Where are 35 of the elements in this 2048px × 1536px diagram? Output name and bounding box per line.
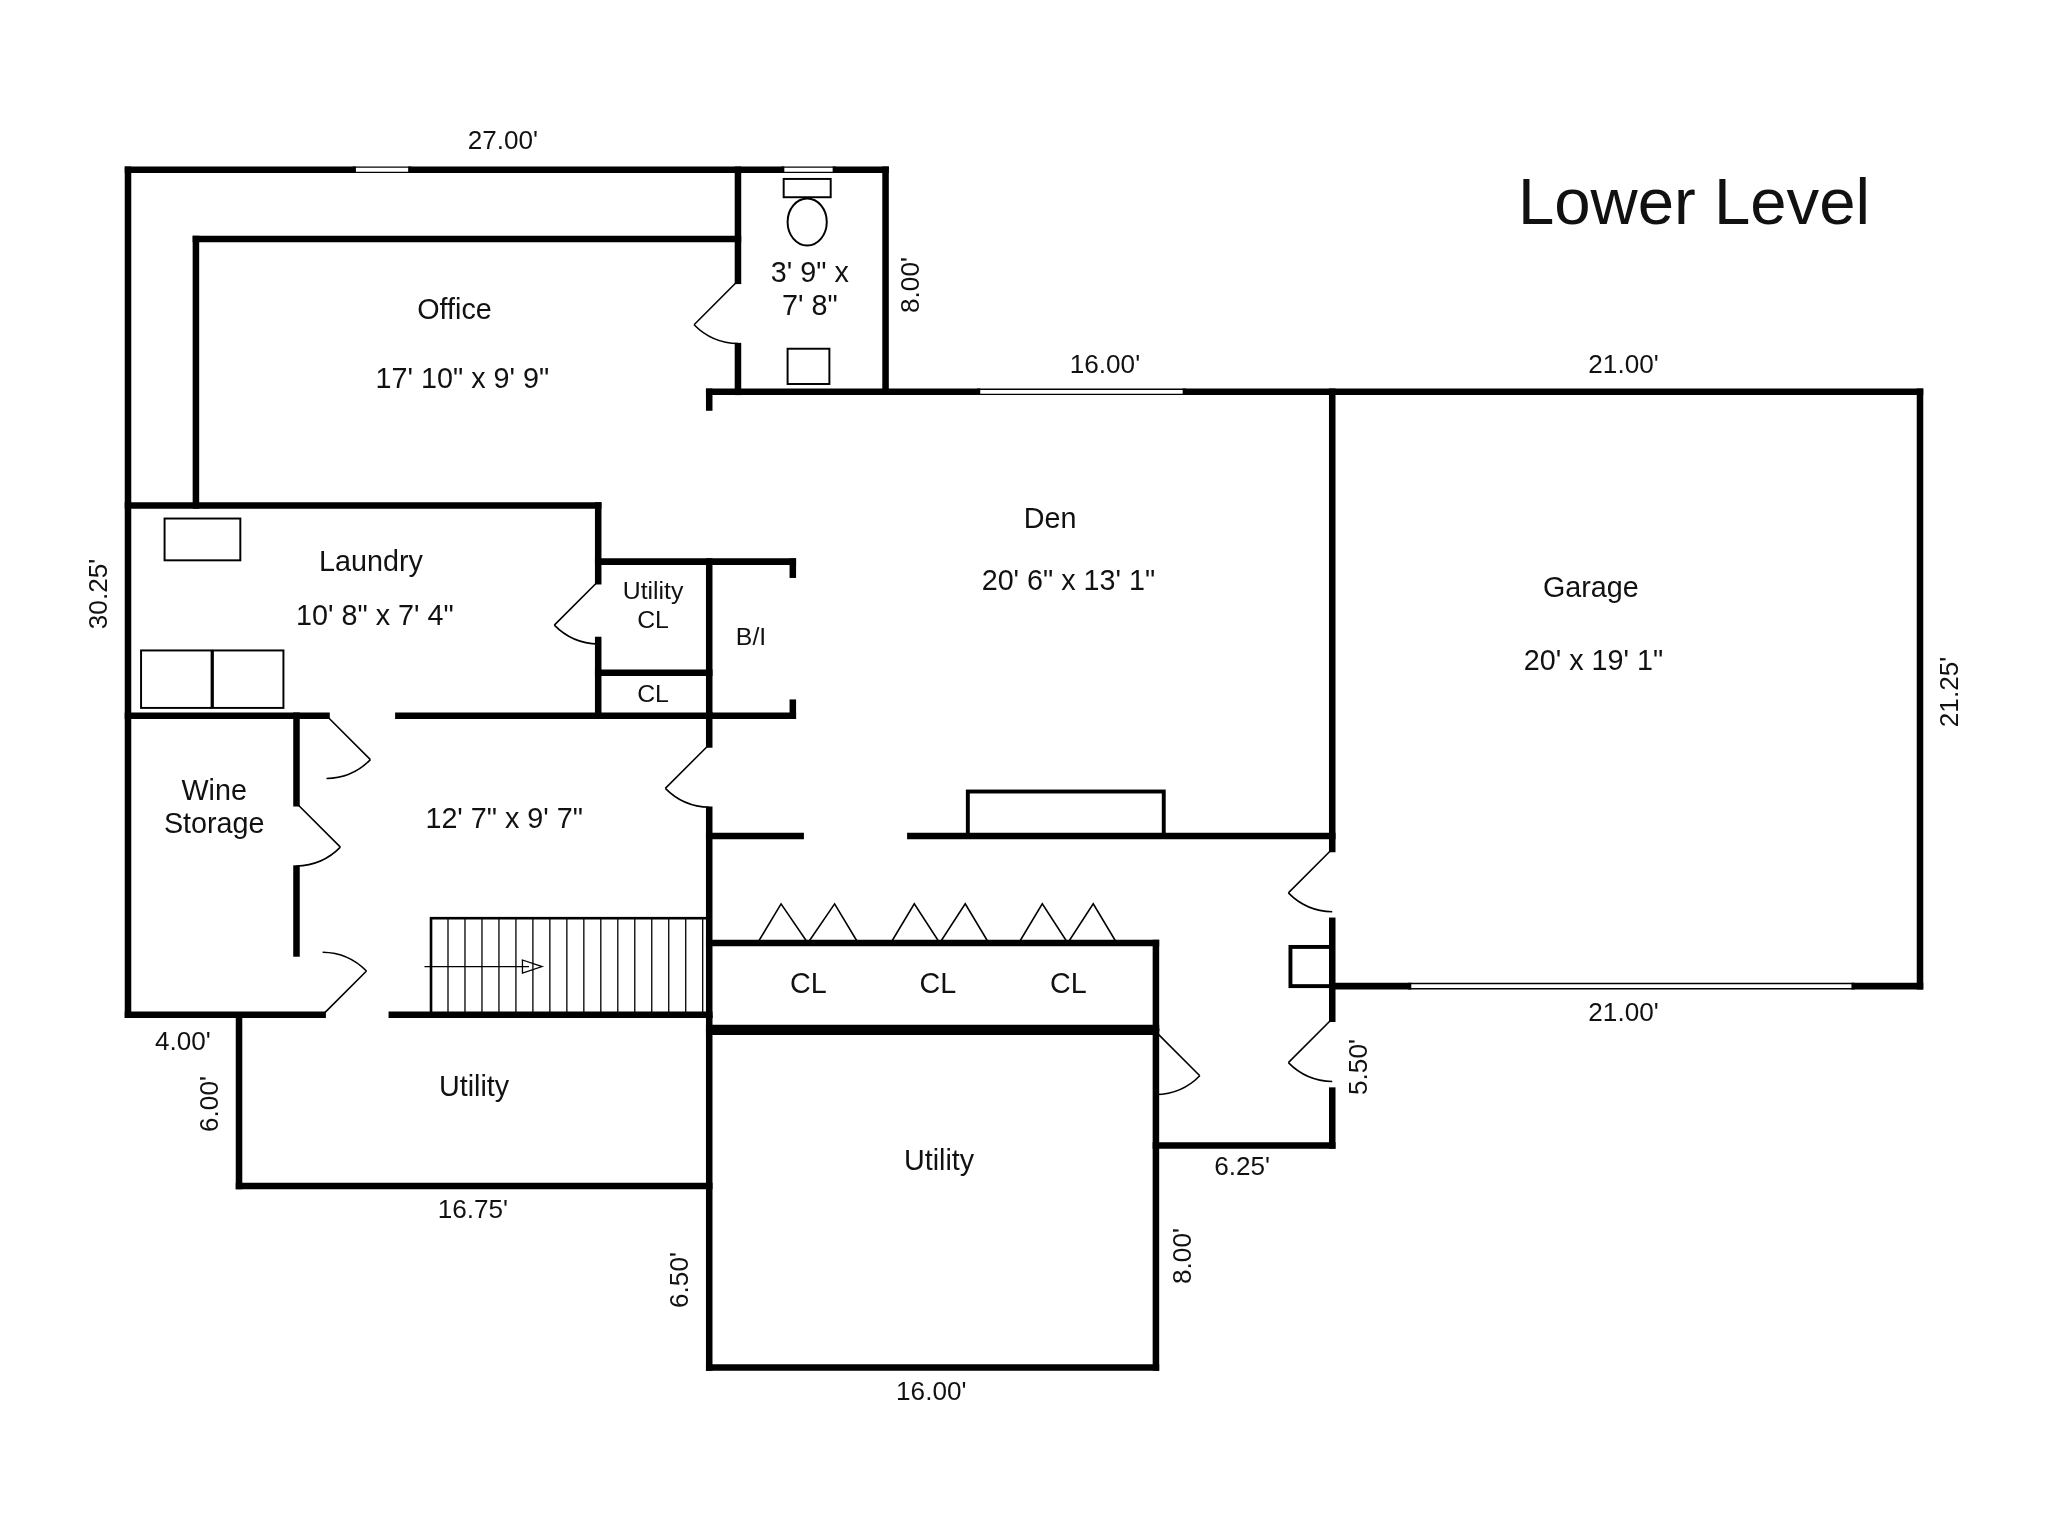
room-name: CL [790, 967, 827, 1000]
dimension-label: 16.75' [437, 1194, 508, 1225]
room-dimensions: 10' 8" x 7' 4" [296, 599, 454, 633]
dimension-label: 8.00' [895, 256, 926, 313]
room-dimensions: 20' 6" x 13' 1" [981, 564, 1156, 598]
dimension-label: 6.00' [193, 1075, 224, 1132]
room-name: CL [919, 967, 957, 1000]
dimension-label: 21.00' [1588, 349, 1659, 380]
room-dimensions: 17' 10" x 9' 9" [375, 362, 550, 396]
dimension-label: 30.25' [82, 559, 113, 630]
room-name: Den [1023, 502, 1077, 536]
room-name: Garage [1542, 571, 1639, 605]
dimension-label: 6.25' [1214, 1151, 1270, 1182]
room-name: CL [1050, 967, 1087, 1000]
dimension-label: 6.50' [664, 1252, 695, 1308]
room-dimensions: 20' x 19' 1" [1523, 644, 1664, 678]
dimension-label: 4.00' [154, 1025, 211, 1056]
room-name: Office [417, 293, 492, 327]
dimension-label: 21.00' [1588, 997, 1659, 1028]
dimension-label: 16.00' [1069, 349, 1141, 380]
room-name: CL [637, 679, 669, 708]
room-dimensions: 12' 7" x 9' 7" [425, 802, 583, 836]
room-name: Utility CL [621, 577, 685, 635]
room-name: Utility [439, 1070, 510, 1104]
dimension-label: 16.00' [896, 1376, 967, 1407]
room-name: Laundry [319, 545, 423, 579]
room-name: Utility [904, 1144, 975, 1178]
room-name: Wine Storage [162, 774, 266, 841]
floor-title: Lower Level [1518, 164, 1871, 240]
dimension-label: 8.00' [1167, 1228, 1198, 1285]
dimension-label: 21.25' [1933, 657, 1964, 728]
room-dimensions: 3' 9" x 7' 8" [769, 255, 850, 322]
room-name: B/I [735, 623, 767, 652]
dimension-label: 5.50' [1343, 1039, 1374, 1095]
dimension-label: 27.00' [467, 124, 538, 155]
